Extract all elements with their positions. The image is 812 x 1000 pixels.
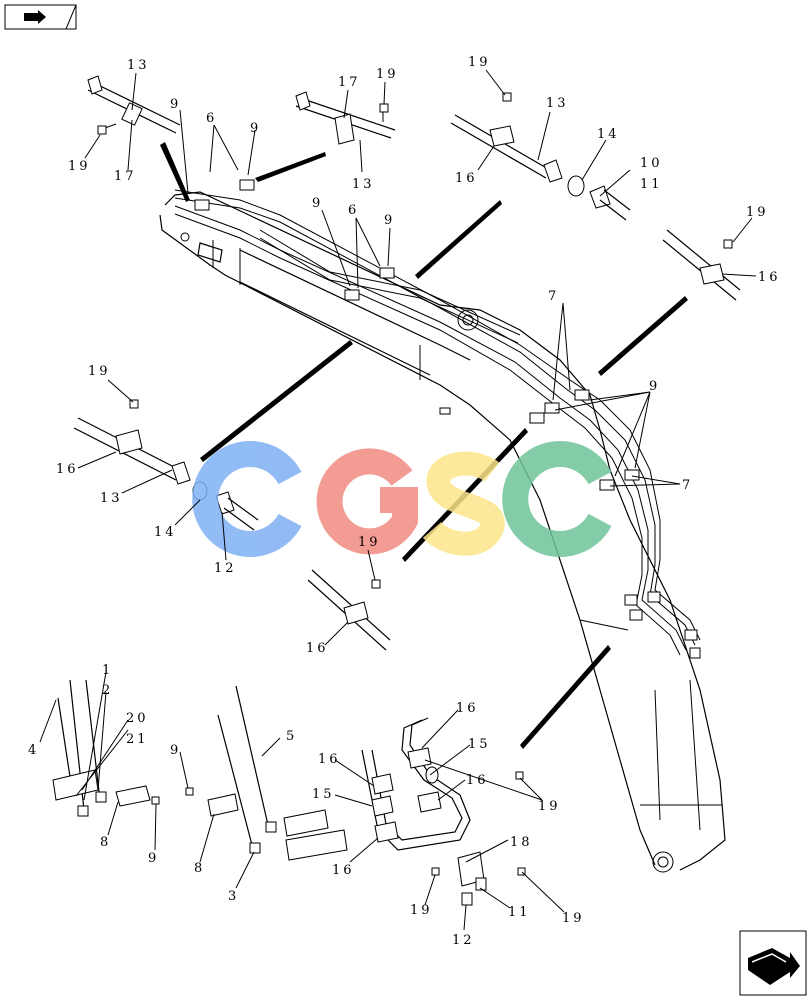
- prev-page-button[interactable]: [4, 4, 77, 30]
- callout-19: 19: [746, 205, 769, 220]
- callout-15: 15: [312, 787, 335, 802]
- next-page-button[interactable]: [739, 930, 807, 996]
- callout-8: 8: [100, 835, 111, 850]
- callout-7: 7: [548, 289, 559, 304]
- callout-9: 9: [312, 196, 323, 211]
- detail-pipe-clamp-b: [295, 91, 396, 145]
- callout-9: 9: [649, 379, 660, 394]
- callout-12: 12: [214, 561, 237, 576]
- callout-13: 13: [352, 177, 375, 192]
- detail-clamp-centre: [307, 569, 391, 651]
- callout-9: 9: [170, 97, 181, 112]
- callout-7: 7: [682, 478, 693, 493]
- callout-4: 4: [28, 743, 39, 758]
- callout-13: 13: [546, 96, 569, 111]
- callout-9: 9: [148, 851, 159, 866]
- callout-16: 16: [306, 641, 329, 656]
- callout-16: 16: [318, 752, 341, 767]
- callout-13: 13: [100, 491, 123, 506]
- detail-clamp-right: [662, 229, 741, 301]
- callout-17: 17: [338, 75, 361, 90]
- arrow-icon: [748, 948, 800, 985]
- watermark-letter-s: [422, 451, 505, 556]
- callout-16: 16: [332, 863, 355, 878]
- detail-pipe-fittings: [450, 92, 631, 221]
- callout-5: 5: [286, 729, 297, 744]
- arrow-icon: [24, 10, 46, 24]
- callout-2: 2: [102, 683, 113, 698]
- callout-19: 19: [376, 67, 399, 82]
- callout-8: 8: [194, 861, 205, 876]
- callout-1: 1: [102, 663, 113, 678]
- callout-16: 16: [56, 462, 79, 477]
- callout-21: 21: [126, 732, 149, 747]
- callout-14: 14: [154, 525, 177, 540]
- callout-20: 20: [126, 711, 149, 726]
- callout-19: 19: [562, 911, 585, 926]
- callout-19: 19: [358, 535, 381, 550]
- callout-9: 9: [384, 213, 395, 228]
- detail-hoses-middle: [207, 685, 348, 861]
- callout-15: 15: [468, 737, 491, 752]
- callout-12: 12: [452, 933, 475, 948]
- callout-19: 19: [468, 55, 491, 70]
- callout-19: 19: [68, 159, 91, 174]
- callout-14: 14: [597, 127, 620, 142]
- watermark-letter-c: [192, 441, 302, 557]
- callout-10: 10: [640, 156, 663, 171]
- callout-16: 16: [466, 773, 489, 788]
- watermark-letter-g: [316, 448, 418, 555]
- callout-13: 13: [127, 58, 150, 73]
- callout-11: 11: [640, 177, 663, 192]
- callout-16: 16: [455, 171, 478, 186]
- callout-19: 19: [410, 903, 433, 918]
- callout-16: 16: [456, 701, 479, 716]
- detail-tube-assembly: [361, 717, 526, 906]
- callout-labels: 13 17 19 9 6 9 17 19 13 19 13 16 14 10 1…: [28, 55, 781, 948]
- callout-9: 9: [250, 121, 261, 136]
- watermark: [192, 441, 612, 557]
- callout-17: 17: [114, 169, 137, 184]
- callout-6: 6: [348, 203, 359, 218]
- callout-3: 3: [228, 889, 239, 904]
- callout-11: 11: [508, 905, 531, 920]
- callout-6: 6: [206, 111, 217, 126]
- callout-19: 19: [88, 364, 111, 379]
- callout-16: 16: [758, 270, 781, 285]
- callout-18: 18: [510, 835, 533, 850]
- callout-9: 9: [170, 743, 181, 758]
- leader-lines: [39, 69, 757, 931]
- callout-19: 19: [538, 799, 561, 814]
- detail-pipe-clamp-a: [87, 75, 181, 135]
- watermark-letter-c2: [502, 441, 612, 557]
- detail-hoses-left: [52, 679, 194, 817]
